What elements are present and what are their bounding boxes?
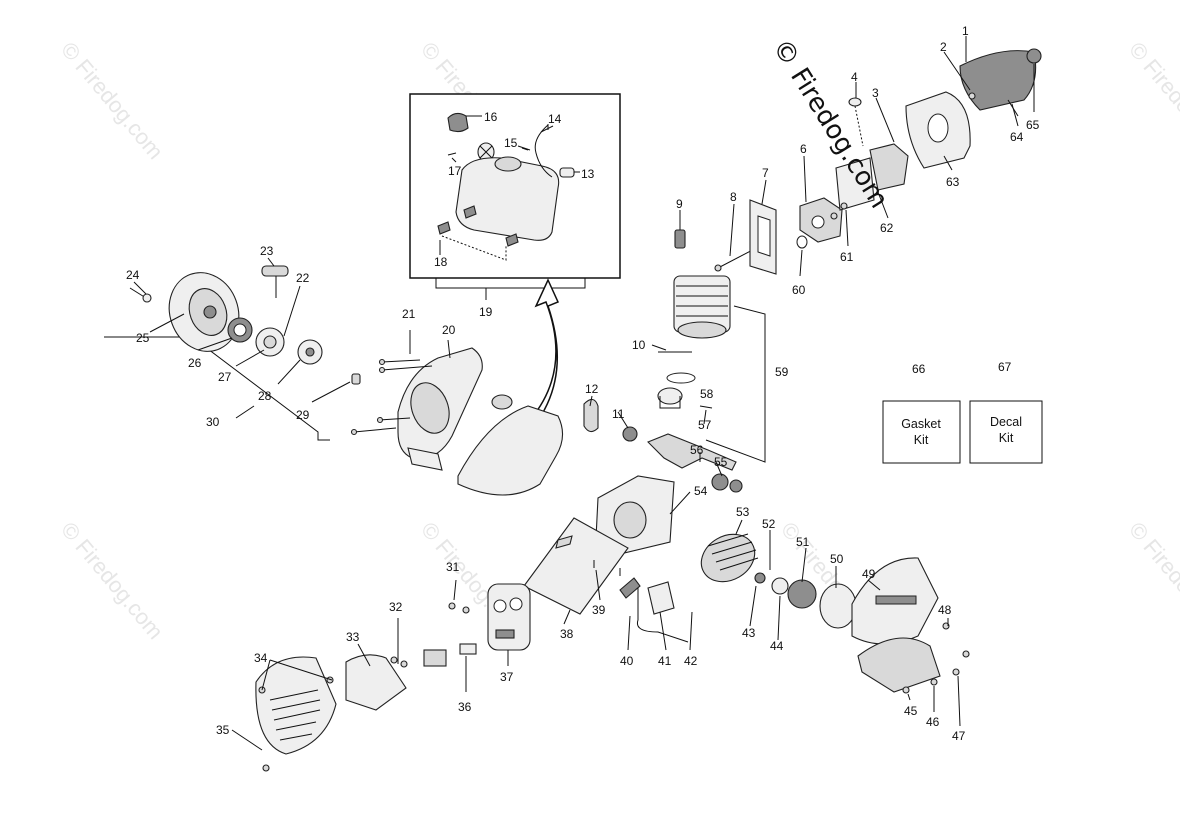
callout-1[interactable]: 1 xyxy=(962,24,969,38)
gasket-kit-label-line1: Gasket xyxy=(901,417,941,431)
inset-callout-14[interactable]: 14 xyxy=(548,112,562,126)
callout-31[interactable]: 31 xyxy=(446,560,460,574)
callout-40[interactable]: 40 xyxy=(620,654,634,668)
callout-39[interactable]: 39 xyxy=(592,603,606,617)
callout-9[interactable]: 9 xyxy=(676,197,683,211)
callout-26[interactable]: 26 xyxy=(188,356,202,370)
inset-callout-18[interactable]: 18 xyxy=(434,255,448,269)
callout-47[interactable]: 47 xyxy=(952,729,966,743)
callout-64[interactable]: 64 xyxy=(1010,130,1024,144)
inset-bracket xyxy=(435,278,586,289)
callout-63[interactable]: 63 xyxy=(946,175,960,189)
starter-group xyxy=(104,265,361,441)
callout-32[interactable]: 32 xyxy=(389,600,403,614)
callout-36[interactable]: 36 xyxy=(458,700,472,714)
inset-callout-16[interactable]: 16 xyxy=(484,110,498,124)
callout-60[interactable]: 60 xyxy=(792,283,806,297)
leader-lines xyxy=(133,36,1035,751)
callout-53[interactable]: 53 xyxy=(736,505,750,519)
callout-10[interactable]: 10 xyxy=(632,338,646,352)
callout-67[interactable]: 67 xyxy=(998,360,1012,374)
decal-kit-label-line1: Decal xyxy=(990,415,1022,429)
callout-55[interactable]: 55 xyxy=(714,455,728,469)
callout-59[interactable]: 59 xyxy=(775,365,789,379)
callout-8[interactable]: 8 xyxy=(730,190,737,204)
callout-12[interactable]: 12 xyxy=(585,382,599,396)
watermark-tile: © Firedog.com xyxy=(1124,37,1180,164)
callout-28[interactable]: 28 xyxy=(258,389,272,403)
callout-33[interactable]: 33 xyxy=(346,630,360,644)
gasket-kit[interactable]: Gasket Kit xyxy=(882,400,961,464)
callout-65[interactable]: 65 xyxy=(1026,118,1040,132)
engine-group xyxy=(583,275,766,555)
firedog-watermark: © Firedog.com xyxy=(766,34,894,214)
callout-labels: 1 2 3 4 6 7 8 9 10 11 12 16 14 15 17 13 … xyxy=(126,24,1040,743)
inset-callout-15[interactable]: 15 xyxy=(504,136,518,150)
callout-46[interactable]: 46 xyxy=(926,715,940,729)
watermark-tile: © Firedog.com xyxy=(1124,517,1180,644)
cover-group xyxy=(255,602,477,772)
callout-51[interactable]: 51 xyxy=(796,535,810,549)
inset-label-19[interactable]: 19 xyxy=(479,305,493,319)
callout-34[interactable]: 34 xyxy=(254,651,268,665)
callout-38[interactable]: 38 xyxy=(560,627,574,641)
callout-7[interactable]: 7 xyxy=(762,166,769,180)
callout-22[interactable]: 22 xyxy=(296,271,310,285)
callout-11[interactable]: 11 xyxy=(612,407,625,421)
inset-callout-13[interactable]: 13 xyxy=(581,167,595,181)
watermark-tile: © Firedog.com xyxy=(56,37,168,164)
callout-24[interactable]: 24 xyxy=(126,268,140,282)
callout-41[interactable]: 41 xyxy=(658,654,672,668)
callout-20[interactable]: 20 xyxy=(442,323,456,337)
callout-4[interactable]: 4 xyxy=(851,70,858,84)
callout-50[interactable]: 50 xyxy=(830,552,844,566)
watermark-tile: © Firedog.com xyxy=(56,517,168,644)
fuel-tank-inset xyxy=(409,93,621,279)
ignition-group xyxy=(487,517,970,694)
callout-21[interactable]: 21 xyxy=(402,307,416,321)
callout-58[interactable]: 58 xyxy=(700,387,714,401)
callout-42[interactable]: 42 xyxy=(684,654,698,668)
callout-45[interactable]: 45 xyxy=(904,704,918,718)
callout-52[interactable]: 52 xyxy=(762,517,776,531)
callout-30[interactable]: 30 xyxy=(206,415,220,429)
callout-27[interactable]: 27 xyxy=(218,370,232,384)
callout-6[interactable]: 6 xyxy=(800,142,807,156)
callout-54[interactable]: 54 xyxy=(694,484,708,498)
decal-kit[interactable]: Decal Kit xyxy=(969,400,1043,464)
callout-57[interactable]: 57 xyxy=(698,418,712,432)
callout-66[interactable]: 66 xyxy=(912,362,926,376)
callout-49[interactable]: 49 xyxy=(862,567,876,581)
callout-3[interactable]: 3 xyxy=(872,86,879,100)
callout-56[interactable]: 56 xyxy=(690,443,704,457)
inset-callout-17[interactable]: 17 xyxy=(448,164,462,178)
callout-2[interactable]: 2 xyxy=(940,40,947,54)
callout-29[interactable]: 29 xyxy=(296,408,310,422)
intake-group xyxy=(674,48,1042,275)
callout-48[interactable]: 48 xyxy=(938,603,952,617)
gasket-kit-label-line2: Kit xyxy=(914,433,929,447)
decal-kit-label-line2: Kit xyxy=(999,431,1014,445)
main-housing xyxy=(350,330,564,496)
inset-arrow xyxy=(529,278,560,428)
callout-61[interactable]: 61 xyxy=(840,250,854,264)
callout-37[interactable]: 37 xyxy=(500,670,514,684)
callout-25[interactable]: 25 xyxy=(136,331,150,345)
callout-35[interactable]: 35 xyxy=(216,723,230,737)
callout-23[interactable]: 23 xyxy=(260,244,274,258)
callout-43[interactable]: 43 xyxy=(742,626,756,640)
callout-44[interactable]: 44 xyxy=(770,639,784,653)
callout-62[interactable]: 62 xyxy=(880,221,894,235)
